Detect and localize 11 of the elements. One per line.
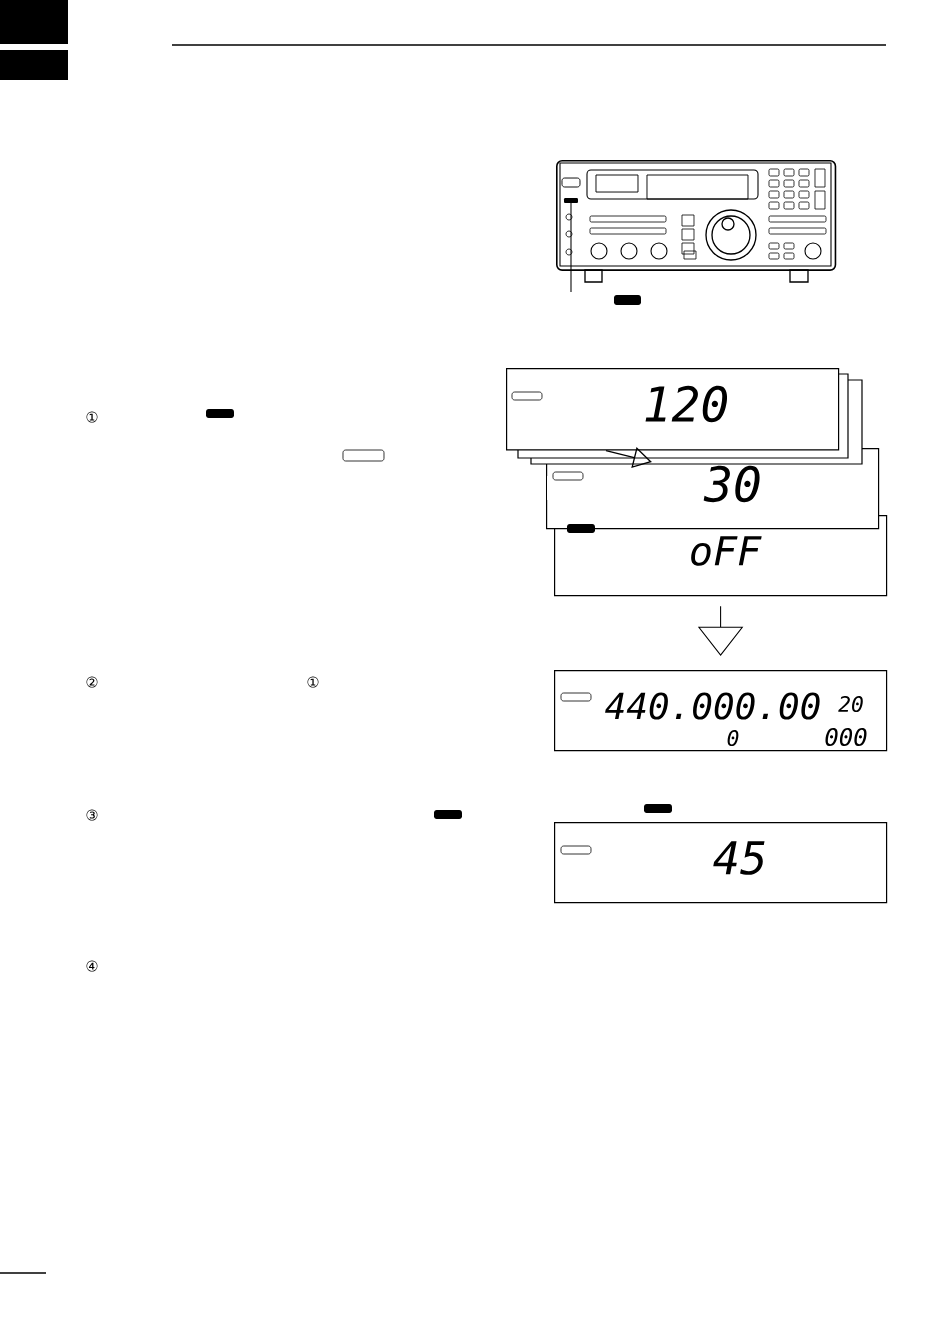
- lcd-display: 45: [554, 822, 888, 904]
- step-number: ④: [86, 960, 98, 972]
- receiver-drawing: [556, 160, 837, 283]
- step-number: ①: [86, 411, 98, 423]
- lcd-display: 440.000.00 20 0 000: [554, 670, 888, 752]
- step-number: ②: [86, 676, 98, 688]
- lcd-display: 120: [506, 368, 840, 451]
- leader-line: [570, 202, 572, 293]
- arrow: [605, 447, 652, 468]
- step-number: ③: [86, 809, 98, 821]
- step-number: ①: [307, 676, 319, 688]
